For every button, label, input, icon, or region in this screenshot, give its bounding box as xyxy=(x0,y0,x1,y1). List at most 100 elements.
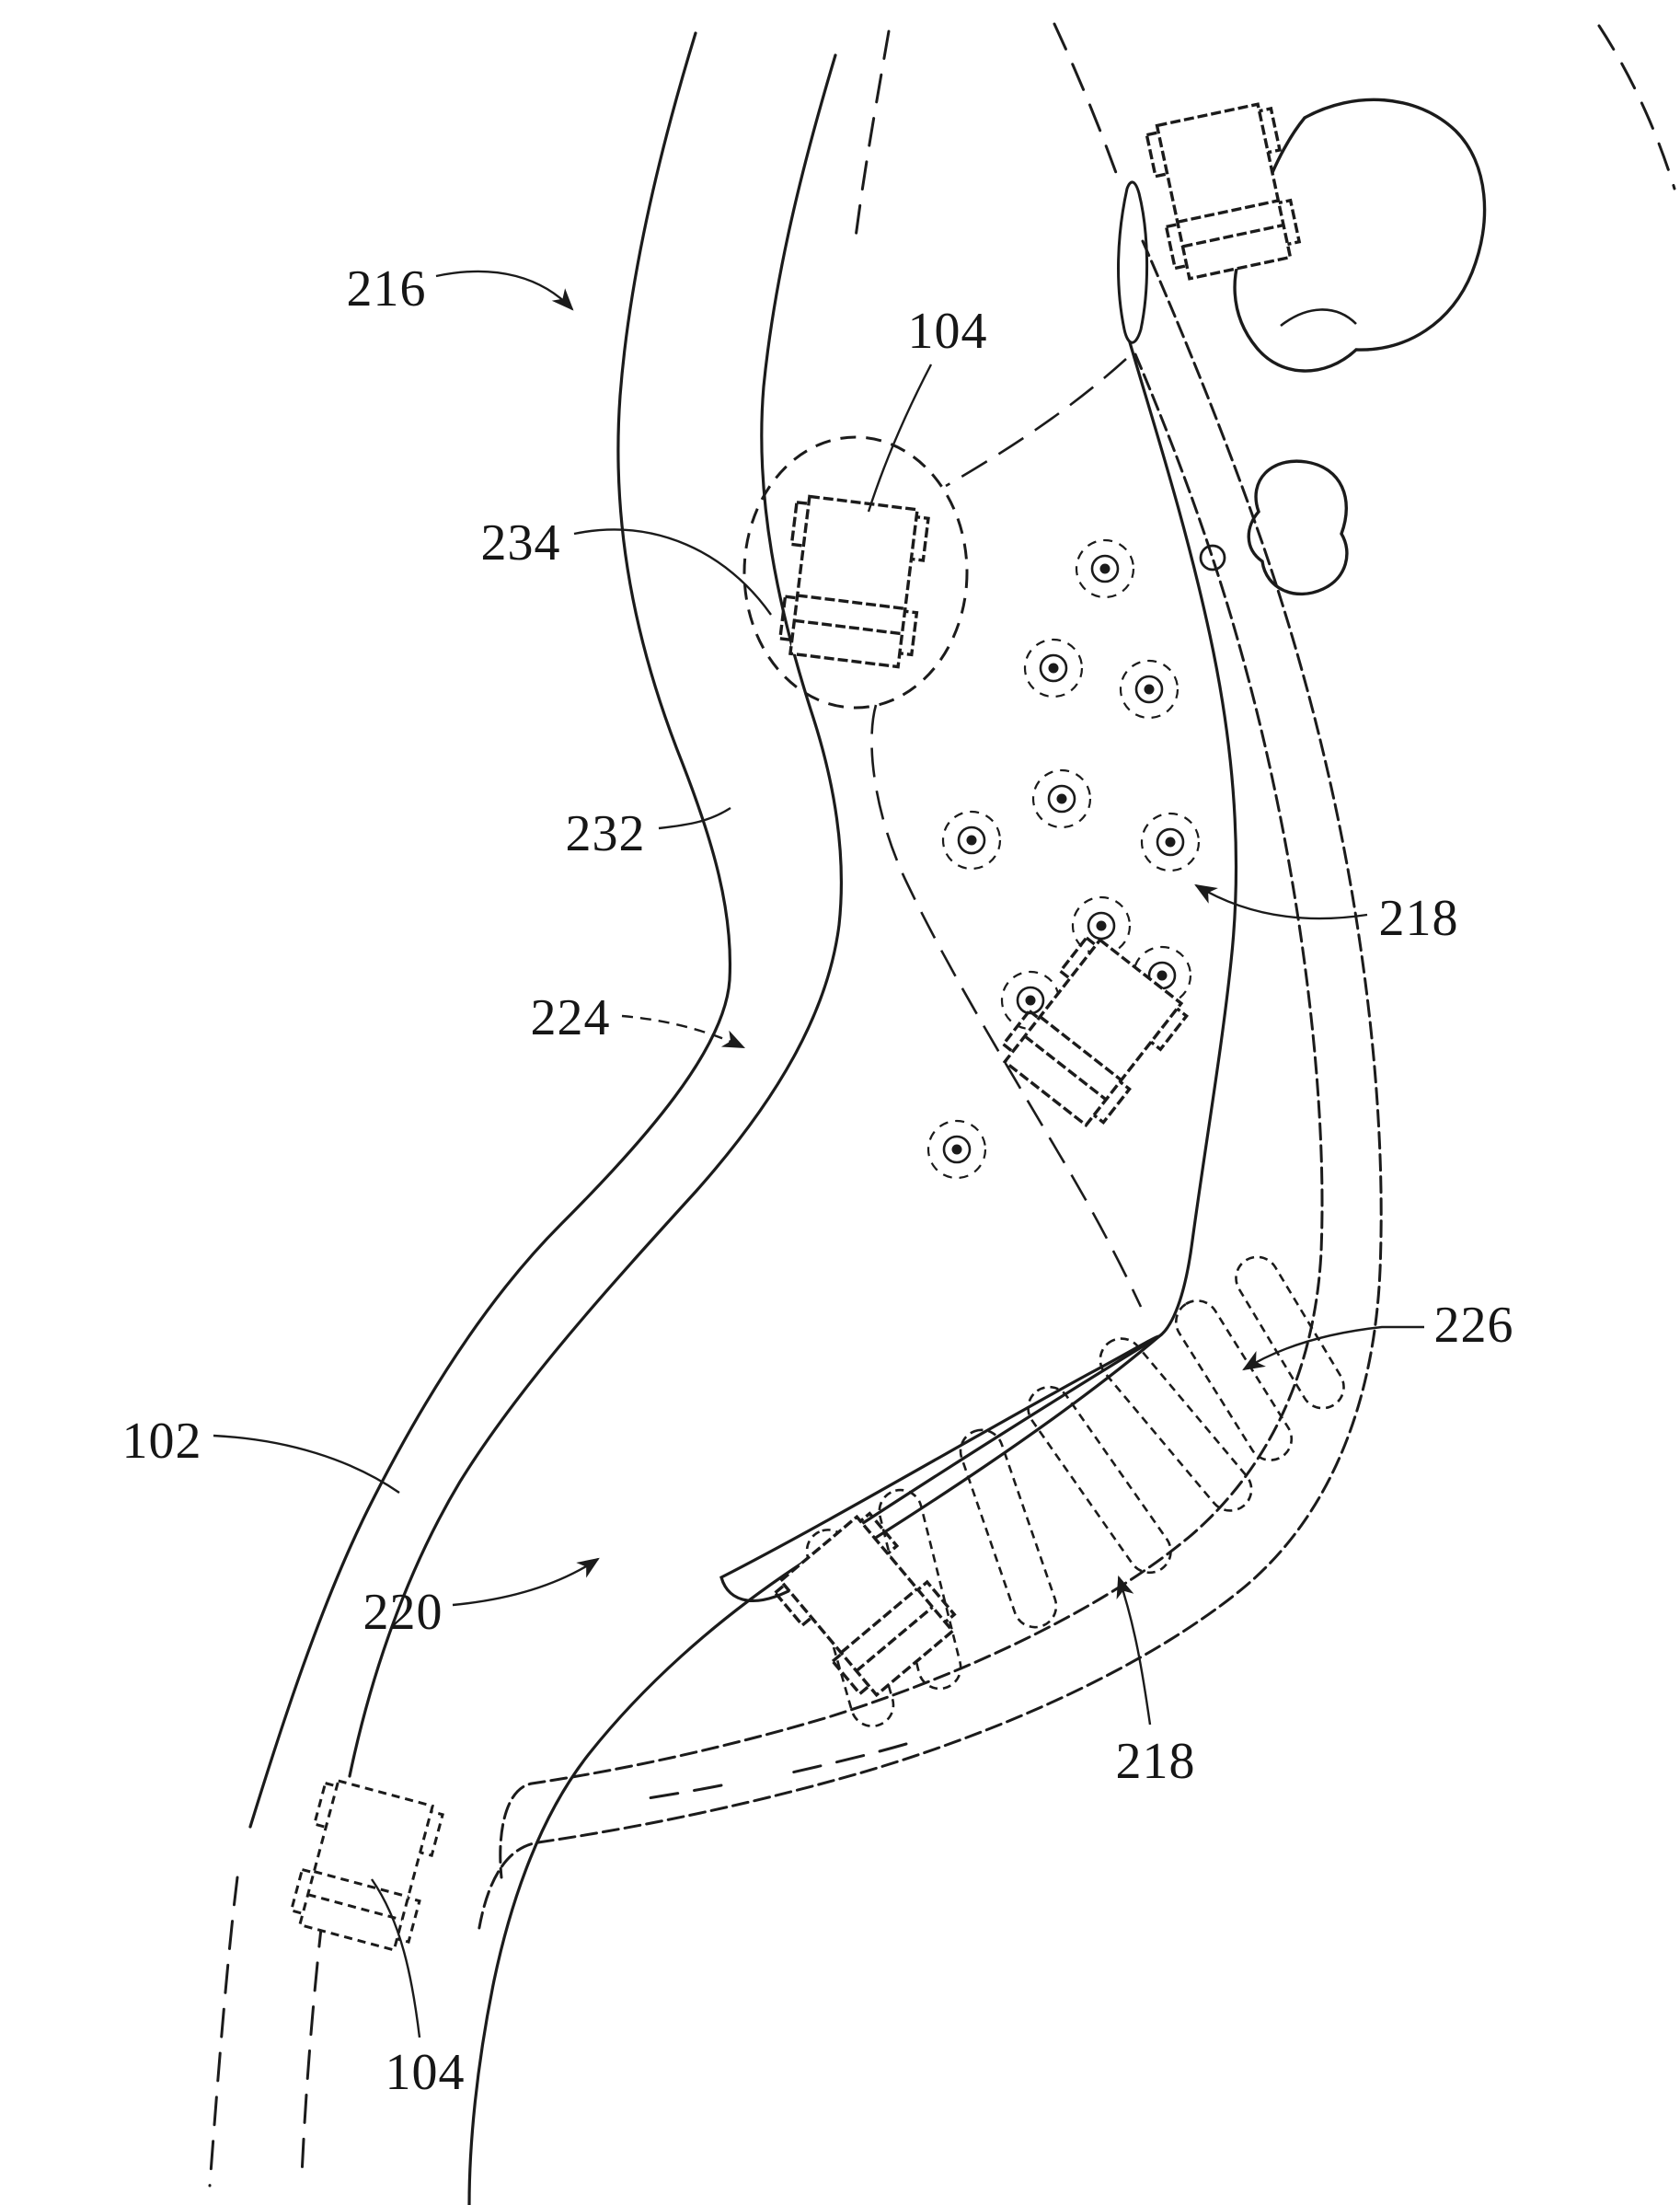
vehicle-entering-rest-area xyxy=(1001,935,1190,1128)
road-right-edge xyxy=(467,184,1238,2205)
road-left-edge-dashes xyxy=(208,1876,239,2188)
tree-icon xyxy=(926,1119,987,1180)
ref-label-220: 220 xyxy=(363,1557,600,1641)
vehicle-wheel xyxy=(1164,221,1195,271)
ref-number-216: 216 xyxy=(347,260,427,317)
ref-number-104-bottom: 104 xyxy=(385,2044,466,2101)
ref-number-220: 220 xyxy=(363,1584,443,1641)
parking-stall xyxy=(1174,1299,1294,1461)
vehicle-wheel xyxy=(289,1867,322,1917)
vehicle-wheel xyxy=(789,500,817,548)
ref-label-104-top: 104 xyxy=(867,303,988,513)
leader-line-104-top xyxy=(867,364,933,513)
geofence-group xyxy=(742,435,969,710)
road-centerline-dashes-top xyxy=(854,29,891,239)
vehicle-body xyxy=(298,1779,434,1952)
geofence-dashed-circle xyxy=(742,435,969,710)
ref-number-218-bottom: 218 xyxy=(1116,1733,1196,1790)
ref-label-104-bottom: 104 xyxy=(371,1878,466,2101)
ref-label-226: 226 xyxy=(1242,1297,1514,1371)
road-lane-line xyxy=(348,53,844,1778)
vehicles-group xyxy=(289,102,1302,1952)
vehicle-wheel xyxy=(777,595,806,643)
vehicle-parked xyxy=(773,1511,957,1698)
ref-label-218-right: 218 xyxy=(1194,883,1459,947)
tree-icon xyxy=(1023,638,1084,698)
reference-labels-group: 216 104 234 232 224 218 226 102 220 218 104 xyxy=(122,260,1514,2101)
vehicle-window-line xyxy=(313,1870,409,1899)
vehicle-body xyxy=(1155,102,1293,281)
tree-icon xyxy=(1119,659,1179,720)
parking-stall xyxy=(878,1488,962,1691)
pond-shoreline-detail xyxy=(1280,308,1357,328)
parking-stall xyxy=(1027,1385,1172,1575)
leader-line-102 xyxy=(213,1434,400,1494)
parking-stalls-group xyxy=(805,1255,1345,1727)
vehicle-window-line xyxy=(307,1893,403,1922)
vehicle-wheel xyxy=(312,1781,345,1831)
ref-number-232: 232 xyxy=(566,805,646,862)
vehicle-body xyxy=(1002,937,1184,1128)
ref-label-232: 232 xyxy=(566,805,731,862)
tree-icon xyxy=(1071,895,1132,956)
trees-group xyxy=(926,538,1201,1180)
vehicle-route-dashed-path xyxy=(870,358,1143,1308)
parking-stall xyxy=(1235,1255,1345,1410)
ref-label-234: 234 xyxy=(481,514,772,616)
vehicle-body xyxy=(788,494,919,669)
small-ground-feature xyxy=(1247,459,1349,596)
ramp-merge-dashes xyxy=(635,1742,908,1802)
ramp-inner-edge xyxy=(499,352,1324,1879)
tree-icon xyxy=(1031,768,1092,829)
vehicle-wheel xyxy=(1145,129,1176,179)
tree-icon xyxy=(1075,538,1135,599)
vehicle-wheel xyxy=(1001,1009,1046,1058)
ref-number-224: 224 xyxy=(531,989,611,1046)
ref-label-224: 224 xyxy=(531,989,745,1049)
leader-line-104-bottom xyxy=(371,1878,421,2038)
leader-line-218-bottom xyxy=(1116,1575,1152,1726)
vehicle-wheel xyxy=(773,1578,819,1628)
leader-line-234 xyxy=(573,528,772,616)
ref-number-226: 226 xyxy=(1434,1297,1514,1354)
tree-icon xyxy=(941,810,1002,871)
vehicle-window-line xyxy=(855,1605,934,1673)
route-dash-segment xyxy=(945,358,1127,488)
gore-teardrop-island xyxy=(1117,180,1149,344)
vehicle-top-right xyxy=(1145,102,1302,281)
road-left-edge xyxy=(248,31,732,1829)
vehicle-in-geofence xyxy=(777,494,930,669)
ref-label-102: 102 xyxy=(122,1413,400,1494)
boundary-dashes-top-right xyxy=(1597,24,1676,190)
leader-line-220 xyxy=(452,1557,600,1607)
leader-line-224 xyxy=(621,1014,745,1049)
vehicle-window-line xyxy=(1177,199,1279,224)
parking-stall xyxy=(1099,1337,1253,1512)
leader-line-226 xyxy=(1242,1325,1424,1371)
ref-number-218-right: 218 xyxy=(1379,890,1459,947)
tree-icon xyxy=(1140,812,1201,872)
ref-number-102: 102 xyxy=(122,1413,202,1470)
vehicle-window-line xyxy=(797,594,906,611)
vehicle-body xyxy=(778,1514,955,1698)
small-landmark-circle xyxy=(1199,544,1226,571)
merge-spindle-island xyxy=(719,1334,1164,1602)
vehicle-window-line xyxy=(1182,223,1284,248)
ref-number-234: 234 xyxy=(481,514,561,571)
leader-line-218-right xyxy=(1194,883,1368,920)
ref-number-104-top: 104 xyxy=(908,303,988,360)
ramp-outer-edge xyxy=(477,239,1383,1934)
leader-line-232 xyxy=(658,806,731,830)
vehicle-wheel xyxy=(830,1646,877,1696)
route-dash-segment xyxy=(870,704,1143,1308)
ref-label-216: 216 xyxy=(347,260,574,317)
vehicle-wheel xyxy=(1058,935,1104,985)
vehicle-bottom-left xyxy=(289,1779,444,1952)
road-right-edge-dashes-top xyxy=(1053,22,1121,182)
vehicle-window-line xyxy=(794,618,903,636)
parking-stall xyxy=(959,1428,1058,1629)
ref-label-218-bottom: 218 xyxy=(1116,1575,1196,1790)
main-road xyxy=(208,22,1238,2205)
